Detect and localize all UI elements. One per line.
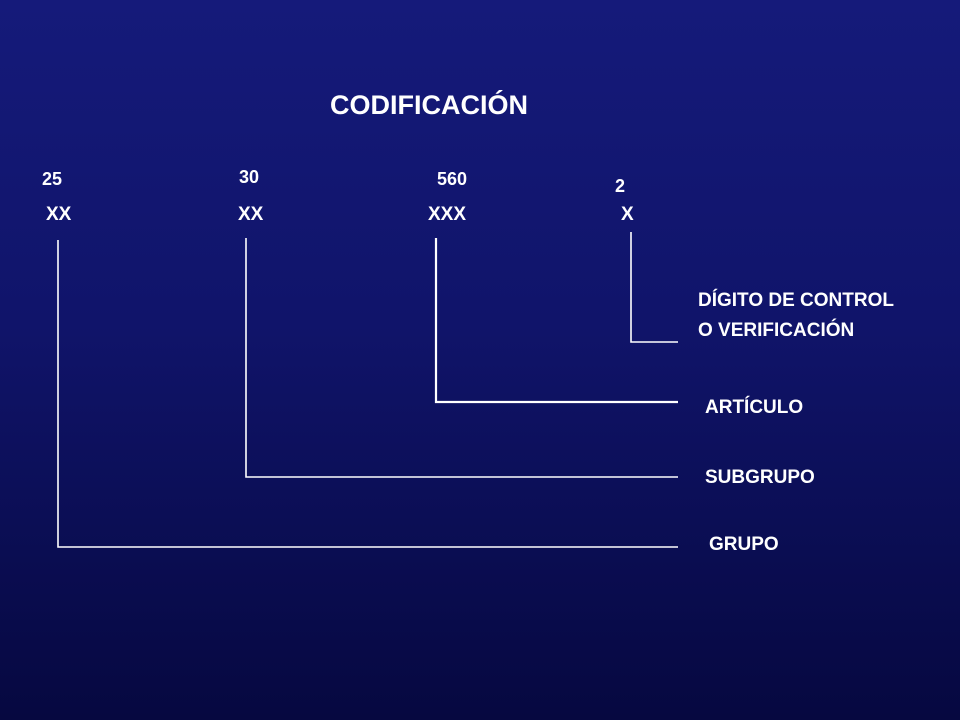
segment-code-subgrupo: XX (238, 204, 264, 225)
connector-grupo (57, 240, 678, 548)
segment-code-grupo: XX (46, 204, 72, 225)
segment-value-subgrupo: 30 (239, 167, 260, 187)
label-articulo: ARTÍCULO (705, 397, 804, 418)
label-control-line1: DÍGITO DE CONTROL (698, 290, 894, 311)
segment-value-control: 2 (615, 176, 626, 196)
segment-value-articulo: 560 (437, 169, 468, 189)
connector-control (630, 232, 678, 343)
connector-articulo (434, 238, 678, 404)
segment-value-grupo: 25 (42, 169, 63, 189)
label-subgrupo: SUBGRUPO (705, 467, 815, 488)
segment-code-control: X (621, 204, 634, 225)
label-control: DÍGITO DE CONTROL O VERIFICACIÓN (698, 286, 894, 346)
segment-code-articulo: XXX (428, 204, 467, 225)
label-grupo: GRUPO (709, 534, 779, 555)
label-control-line2: O VERIFICACIÓN (698, 320, 855, 341)
diagram-title: CODIFICACIÓN (330, 90, 528, 120)
connector-subgrupo (245, 238, 678, 478)
